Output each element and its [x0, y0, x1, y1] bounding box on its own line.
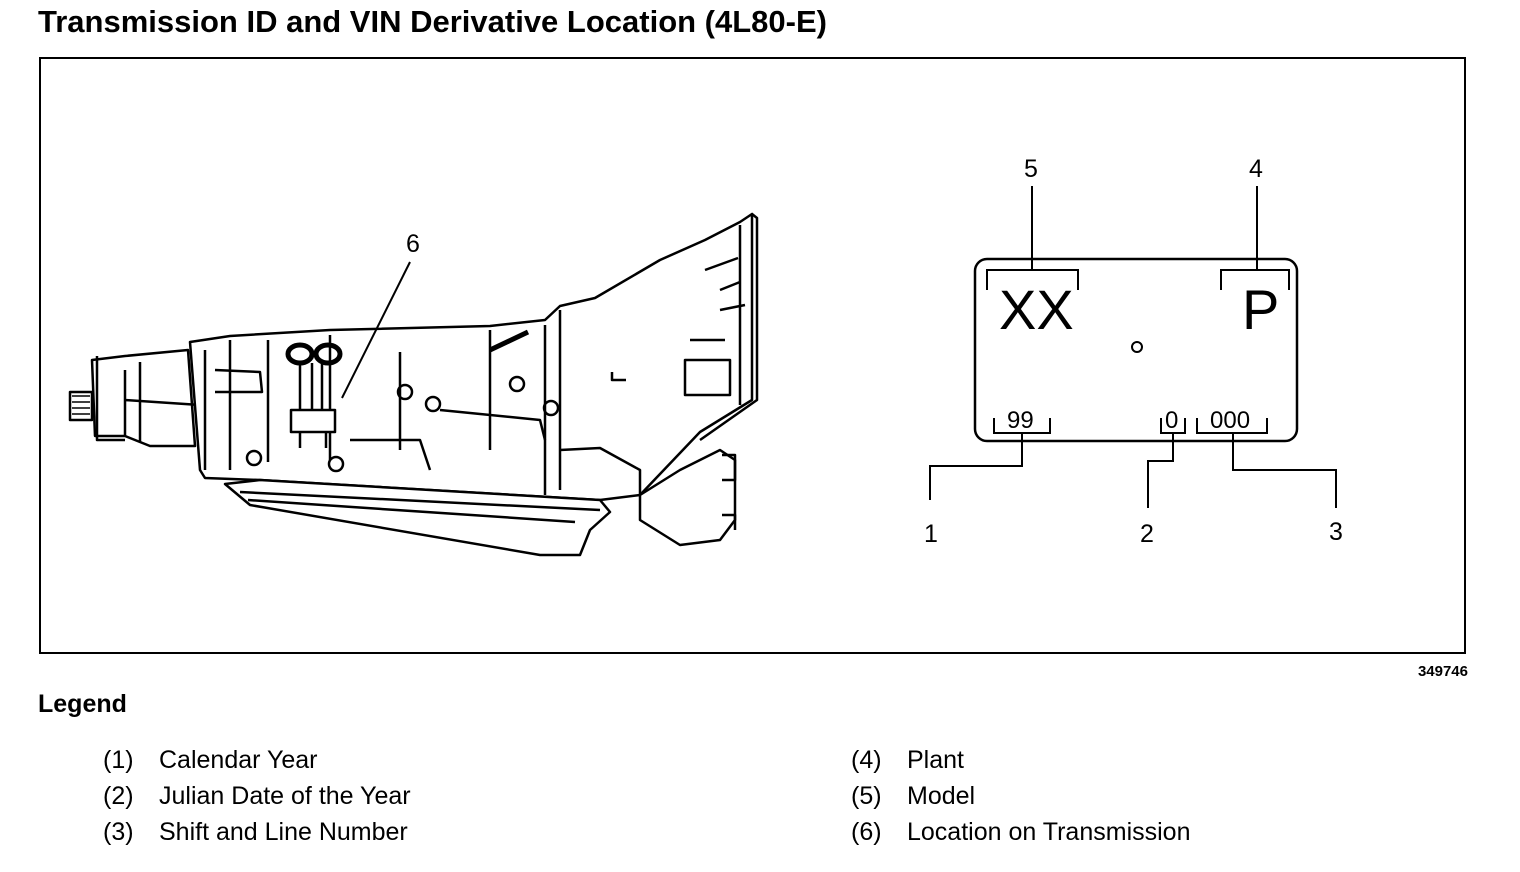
- legend-number: (3): [103, 818, 134, 846]
- legend-label: Shift and Line Number: [159, 818, 408, 846]
- legend-list-left: (1) Calendar Year (2) Julian Date of the Y…: [103, 742, 411, 850]
- legend-item: (2) Julian Date of the Year: [103, 778, 411, 814]
- callout-2: 2: [1140, 520, 1154, 548]
- transmission-drawing: [68, 212, 759, 557]
- legend-number: (1): [103, 746, 134, 774]
- callout-1: 1: [924, 520, 938, 548]
- callout-6-leader: [341, 261, 411, 399]
- legend-label: Plant: [907, 746, 964, 774]
- legend-title: Legend: [38, 690, 127, 718]
- legend-item: (5) Model: [851, 778, 1190, 814]
- year-code: 99: [1007, 407, 1034, 434]
- figure-frame: [39, 57, 1466, 654]
- callout-5: 5: [1024, 155, 1038, 183]
- transmission-figure: 6 XX P 99 0 000 5 4 1 2 3: [68, 155, 1343, 557]
- legend-item: (6) Location on Transmission: [851, 814, 1190, 850]
- page-title: Transmission ID and VIN Derivative Locat…: [38, 4, 827, 39]
- legend-item: (3) Shift and Line Number: [103, 814, 411, 850]
- legend-number: (4): [851, 746, 882, 774]
- legend-label: Model: [907, 782, 976, 810]
- callout-3: 3: [1329, 518, 1343, 546]
- julian-code: 0: [1165, 407, 1178, 434]
- legend-number: (6): [851, 818, 882, 846]
- legend-item: (1) Calendar Year: [103, 742, 411, 778]
- plant-code: P: [1242, 278, 1279, 341]
- id-plate: XX P 99 0 000: [973, 257, 1299, 443]
- legend-label: Location on Transmission: [907, 818, 1191, 846]
- legend-item: (4) Plant: [851, 742, 1190, 778]
- callout-4: 4: [1249, 155, 1263, 183]
- legend-number: (5): [851, 782, 882, 810]
- legend-number: (2): [103, 782, 134, 810]
- model-code: XX: [999, 278, 1074, 341]
- legend-label: Julian Date of the Year: [159, 782, 411, 810]
- callout-6: 6: [406, 230, 420, 258]
- shift-line-code: 000: [1210, 407, 1250, 434]
- legend-label: Calendar Year: [159, 746, 318, 774]
- figure-number: 349746: [1417, 663, 1468, 680]
- legend-list-right: (4) Plant (5) Model (6) Location on Transmi…: [851, 742, 1190, 850]
